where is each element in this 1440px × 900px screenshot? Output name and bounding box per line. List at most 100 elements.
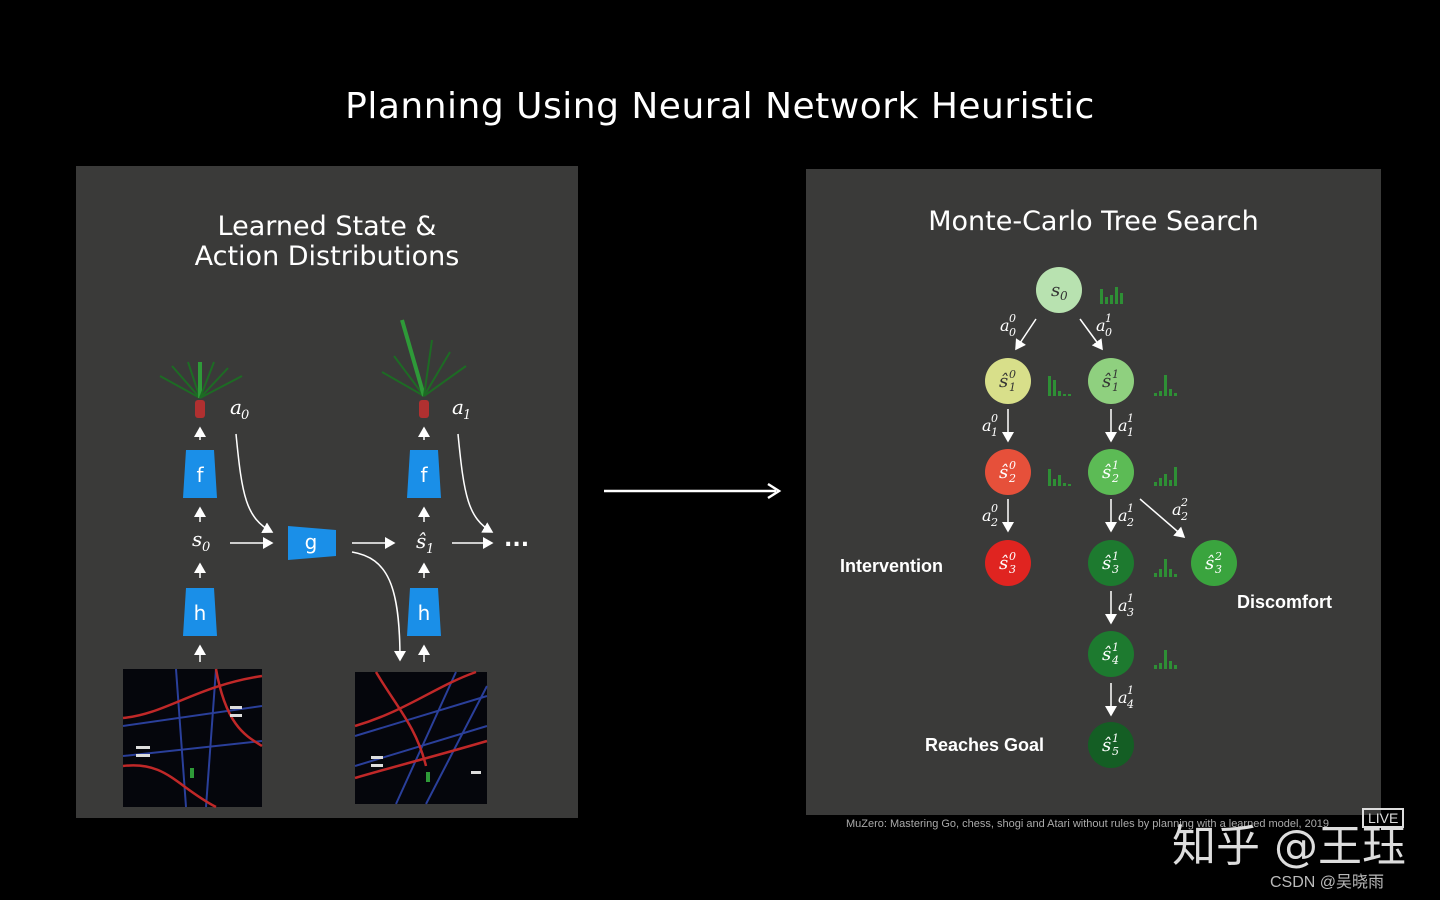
road-map-image-left xyxy=(122,668,263,809)
svg-text:2: 2 xyxy=(1111,472,1119,485)
svg-text:a: a xyxy=(982,416,992,435)
svg-text:ŝ: ŝ xyxy=(1102,735,1111,756)
h-letter-left: h xyxy=(194,601,207,625)
s1hat-label: ŝ xyxy=(416,529,426,553)
svg-text:1: 1 xyxy=(991,426,998,439)
histogram-icon-s2-1 xyxy=(1154,467,1177,486)
slide-title: Planning Using Neural Network Heuristic xyxy=(345,86,1095,127)
node-s4-1: ŝ 4 1 xyxy=(1088,631,1134,677)
histogram-icon-s3-1 xyxy=(1154,559,1177,577)
action-distribution-fan-left xyxy=(159,361,243,399)
svg-text:0: 0 xyxy=(991,502,998,515)
left-panel-title-line2: Action Distributions xyxy=(194,241,460,272)
svg-text:a: a xyxy=(982,506,992,525)
a0-label: a xyxy=(230,395,242,419)
svg-text:a: a xyxy=(1118,506,1128,525)
reaches-goal-label: Reaches Goal xyxy=(925,735,1045,755)
a1-label: a xyxy=(452,395,464,419)
svg-text:a: a xyxy=(1096,316,1106,335)
road-map-image-right xyxy=(354,670,488,805)
svg-text:a: a xyxy=(1118,688,1128,707)
histogram-icon-s2-0 xyxy=(1048,469,1071,486)
histogram-icon-s1-0 xyxy=(1048,376,1071,396)
svg-text:2: 2 xyxy=(1180,496,1188,509)
svg-text:s: s xyxy=(1051,280,1060,301)
f-letter-right: f xyxy=(420,463,428,487)
right-panel-title: Monte-Carlo Tree Search xyxy=(928,206,1259,237)
svg-text:ŝ: ŝ xyxy=(1205,553,1214,574)
car-icon-left xyxy=(195,400,205,418)
car-icon-right xyxy=(419,400,429,418)
svg-text:ŝ: ŝ xyxy=(1102,644,1111,665)
svg-text:ŝ: ŝ xyxy=(1102,462,1111,483)
svg-text:ŝ: ŝ xyxy=(999,371,1008,392)
node-s3-2: ŝ 3 2 xyxy=(1191,540,1237,586)
svg-text:2: 2 xyxy=(1214,550,1222,563)
svg-text:1: 1 xyxy=(1009,381,1016,394)
svg-text:1: 1 xyxy=(1127,684,1134,697)
svg-text:1: 1 xyxy=(1112,381,1119,394)
svg-text:ŝ: ŝ xyxy=(1102,371,1111,392)
svg-text:a: a xyxy=(1000,316,1010,335)
ellipsis: ... xyxy=(504,527,529,552)
svg-text:4: 4 xyxy=(1111,654,1119,667)
svg-text:2: 2 xyxy=(1008,472,1016,485)
csdn-watermark: CSDN @吴晓雨 xyxy=(1270,874,1385,891)
node-s3-0: ŝ 3 0 xyxy=(985,540,1031,586)
h-block-left xyxy=(183,588,217,636)
left-panel: Learned State & Action Distributions xyxy=(76,166,578,818)
node-s2-1: ŝ 2 1 xyxy=(1088,449,1134,495)
svg-text:1: 1 xyxy=(1112,368,1119,381)
f-letter-left: f xyxy=(196,463,204,487)
citation-caption: MuZero: Mastering Go, chess, shogi and A… xyxy=(846,818,1330,830)
f-block-right xyxy=(407,450,441,498)
svg-text:0: 0 xyxy=(1009,326,1016,339)
histogram-icon-s4-1 xyxy=(1154,650,1177,669)
svg-text:1: 1 xyxy=(1105,312,1112,325)
action-distribution-fan-right xyxy=(381,319,467,397)
svg-text:5: 5 xyxy=(1112,745,1119,758)
g-letter: g xyxy=(305,530,318,554)
svg-text:0: 0 xyxy=(1009,550,1016,563)
svg-text:1: 1 xyxy=(1127,412,1134,425)
svg-text:0: 0 xyxy=(1009,312,1016,325)
node-s1-1: ŝ 1 1 xyxy=(1088,358,1134,404)
node-s5-1: ŝ 5 1 xyxy=(1088,722,1134,768)
a0-sub: 0 xyxy=(241,408,249,423)
a1-sub: 1 xyxy=(463,408,471,423)
intervention-label: Intervention xyxy=(840,556,944,576)
svg-text:ŝ: ŝ xyxy=(999,553,1008,574)
svg-text:1: 1 xyxy=(1112,732,1119,745)
svg-text:1: 1 xyxy=(1112,550,1119,563)
h-letter-right: h xyxy=(418,601,431,625)
s0-label: s xyxy=(192,527,202,551)
h-block-right xyxy=(407,588,441,636)
svg-text:3: 3 xyxy=(1112,563,1119,576)
svg-text:0: 0 xyxy=(1009,368,1016,381)
svg-text:1: 1 xyxy=(1127,592,1134,605)
node-s3-1: ŝ 3 1 xyxy=(1088,540,1134,586)
svg-text:a: a xyxy=(1118,596,1128,615)
svg-text:0: 0 xyxy=(1009,459,1016,472)
svg-text:2: 2 xyxy=(1180,510,1188,523)
svg-text:0: 0 xyxy=(1060,289,1068,303)
histogram-icon-s1-1 xyxy=(1154,375,1177,396)
svg-text:0: 0 xyxy=(1105,326,1112,339)
transition-arrow xyxy=(604,482,782,500)
svg-text:0: 0 xyxy=(991,412,998,425)
svg-text:1: 1 xyxy=(1112,459,1119,472)
svg-text:1: 1 xyxy=(1127,502,1134,515)
svg-text:2: 2 xyxy=(990,516,998,529)
f-block-left xyxy=(183,450,217,498)
svg-text:3: 3 xyxy=(1009,563,1016,576)
svg-text:1: 1 xyxy=(1127,426,1134,439)
node-s2-0: ŝ 2 0 xyxy=(985,449,1031,495)
svg-text:1: 1 xyxy=(1112,641,1119,654)
svg-text:3: 3 xyxy=(1127,606,1134,619)
svg-text:a: a xyxy=(1118,416,1128,435)
node-s1-0: ŝ 1 0 xyxy=(985,358,1031,404)
svg-text:3: 3 xyxy=(1215,563,1222,576)
svg-text:a: a xyxy=(1172,500,1182,519)
